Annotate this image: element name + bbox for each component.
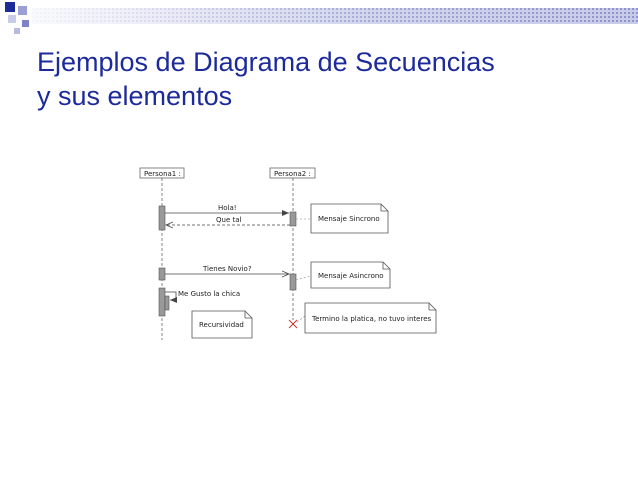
activation-box-recursive bbox=[164, 295, 170, 311]
deco-square bbox=[8, 15, 16, 23]
message-label-me-gusto: Me Gusto la chica bbox=[178, 290, 240, 298]
activation-box bbox=[158, 205, 166, 231]
note-sincrono bbox=[310, 203, 389, 234]
activation-box bbox=[158, 267, 166, 281]
note-asincrono bbox=[310, 261, 391, 289]
lifeline-label-persona2: Persona2 : bbox=[274, 170, 311, 178]
message-label-hola: Hola! bbox=[218, 204, 237, 212]
message-label-tienes-novio: Tienes Novio? bbox=[202, 265, 252, 273]
activation-box bbox=[158, 287, 166, 317]
note-label-asincrono: Mensaje Asincrono bbox=[318, 272, 384, 280]
note-termino bbox=[304, 302, 437, 334]
activation-box bbox=[289, 211, 297, 227]
note-label-recursividad: Recursividad bbox=[199, 321, 244, 329]
note-label-sincrono: Mensaje Sincrono bbox=[318, 215, 380, 223]
message-arrow-recursive bbox=[165, 291, 177, 303]
note-label-termino: Termino la platica, no tuvo interes bbox=[311, 315, 432, 323]
note-recursividad bbox=[191, 310, 253, 339]
deco-square bbox=[14, 28, 20, 34]
header-decoration bbox=[5, 2, 638, 34]
deco-square bbox=[22, 20, 29, 27]
lifeline-header-persona2 bbox=[269, 167, 316, 179]
message-label-que-tal: Que tal bbox=[216, 216, 242, 224]
deco-square bbox=[18, 6, 27, 15]
destroy-icon bbox=[288, 319, 298, 329]
title-line-2: y sus elementos bbox=[37, 81, 233, 111]
slide-title: Ejemplos de Diagrama de Secuencias y sus… bbox=[37, 45, 627, 113]
deco-square bbox=[5, 2, 15, 12]
title-line-1: Ejemplos de Diagrama de Secuencias bbox=[37, 47, 495, 77]
lifeline-label-persona1: Persona1 : bbox=[144, 170, 181, 178]
activation-box bbox=[289, 273, 297, 291]
